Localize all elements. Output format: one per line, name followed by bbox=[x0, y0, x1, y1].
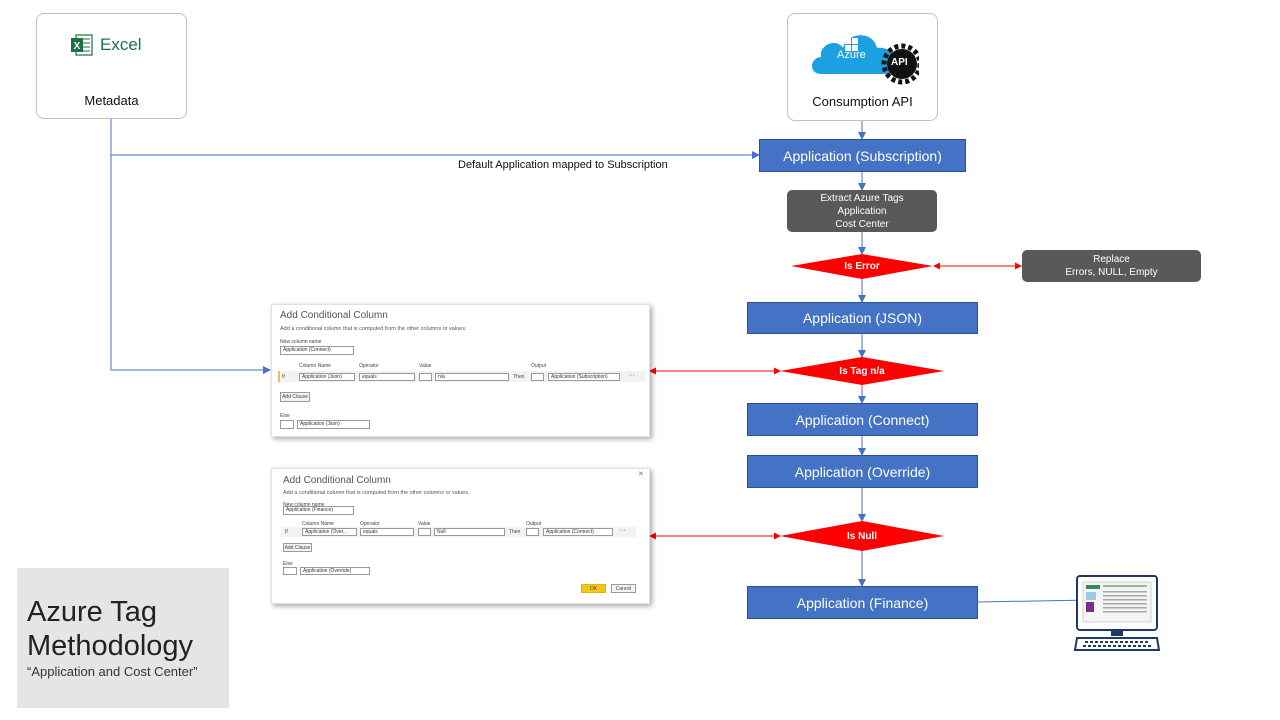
node-application-finance: Application (Finance) bbox=[747, 586, 978, 619]
dialog1-if-label: If bbox=[282, 374, 285, 380]
dialog1-value-input[interactable]: n/a bbox=[435, 373, 509, 381]
dialog2-else-label: Else bbox=[283, 561, 293, 567]
dialog2-add-clause-button[interactable]: Add Clause bbox=[283, 543, 312, 552]
dialog2-new-col-label: New column name bbox=[283, 502, 325, 508]
dialog1-operator-label: Operator bbox=[359, 363, 379, 369]
node-extract-azure-tags: Extract Azure Tags Application Cost Cent… bbox=[787, 190, 937, 232]
dialog2-else-type-select[interactable] bbox=[283, 567, 297, 575]
dialog1-new-col-label: New column name bbox=[280, 339, 322, 345]
dialog2-cancel-button[interactable]: Cancel bbox=[611, 584, 636, 593]
dialog2-operator-label: Operator bbox=[360, 521, 380, 527]
title-line-2: Methodology bbox=[27, 630, 194, 662]
dialog1-more-options-icon[interactable]: ··· bbox=[628, 372, 635, 379]
svg-text:X: X bbox=[74, 41, 81, 52]
finance-to-computer-arrow bbox=[977, 596, 1091, 605]
azure-api-card: Azure API Consumption API bbox=[787, 13, 938, 121]
dialog2-more-options-icon[interactable]: ··· bbox=[619, 527, 626, 534]
add-conditional-column-dialog-1: Add Conditional Column Add a conditional… bbox=[271, 304, 650, 437]
dialog2-output-type-select[interactable] bbox=[526, 528, 539, 536]
is-null-diamond bbox=[780, 521, 944, 551]
node-application-override: Application (Override) bbox=[747, 455, 978, 488]
title-subtitle: “Application and Cost Center” bbox=[27, 664, 198, 679]
dialog1-output-type-select[interactable] bbox=[531, 373, 544, 381]
dialog2-output-label: Output bbox=[526, 521, 542, 527]
dialog2-then-label: Then bbox=[509, 529, 521, 535]
dialog2-output-select[interactable]: Application (Connect) bbox=[543, 528, 613, 536]
dialog2-column-select[interactable]: Application (Over... bbox=[302, 528, 357, 536]
excel-caption: Metadata bbox=[84, 93, 139, 108]
dialog1-output-label: Output bbox=[531, 363, 547, 369]
dialog2-else-select[interactable]: Application (Override) bbox=[300, 567, 370, 575]
dialog1-operator-select[interactable]: equals bbox=[359, 373, 415, 381]
azure-caption: Consumption API bbox=[812, 94, 913, 109]
metadata-to-dialog-line bbox=[110, 155, 271, 374]
extract-line-1: Extract Azure Tags bbox=[820, 192, 904, 204]
add-conditional-column-dialog-2: ✕ Add Conditional Column Add a condition… bbox=[271, 468, 650, 604]
dialog2-description: Add a conditional column that is compute… bbox=[283, 490, 470, 496]
dialog2-title: Add Conditional Column bbox=[283, 475, 391, 486]
dialog2-new-col-input[interactable]: Application (Finance) bbox=[283, 506, 354, 515]
excel-metadata-card: X Excel Metadata bbox=[36, 13, 187, 119]
node-application-subscription: Application (Subscription) bbox=[759, 139, 966, 172]
dialog2-ok-button[interactable]: OK bbox=[581, 584, 606, 593]
api-text: API bbox=[891, 57, 908, 68]
extract-line-3: Cost Center bbox=[835, 218, 889, 230]
dialog1-column-select[interactable]: Application (Json) bbox=[299, 373, 355, 381]
default-mapping-label: Default Application mapped to Subscripti… bbox=[458, 159, 668, 171]
dialog1-column-name-label: Column Name bbox=[299, 363, 331, 369]
replace-line-1: Replace bbox=[1093, 254, 1130, 265]
dialog1-title: Add Conditional Column bbox=[280, 310, 388, 321]
is-tag-na-diamond bbox=[780, 357, 944, 385]
dialog1-new-col-input[interactable]: Application (Connect) bbox=[280, 346, 354, 355]
dialog1-else-label: Else bbox=[280, 413, 290, 419]
dialog2-value-input[interactable]: Null bbox=[434, 528, 505, 536]
title-line-1: Azure Tag bbox=[27, 596, 158, 628]
dialog1-value-type-select[interactable] bbox=[419, 373, 432, 381]
replace-line-2: Errors, NULL, Empty bbox=[1065, 267, 1158, 278]
dialog1-else-type-select[interactable] bbox=[280, 420, 294, 429]
node-application-json: Application (JSON) bbox=[747, 302, 978, 334]
dialog2-operator-select[interactable]: equals bbox=[360, 528, 414, 536]
dialog2-value-type-select[interactable] bbox=[418, 528, 431, 536]
excel-icon: X bbox=[71, 34, 93, 56]
dialog1-output-select[interactable]: Application (Subscription) bbox=[548, 373, 620, 381]
dialog1-then-label: Then bbox=[513, 374, 525, 380]
is-error-label: Is Error bbox=[844, 261, 880, 272]
azure-cloud-icon bbox=[812, 35, 919, 85]
dialog2-if-label: If bbox=[285, 529, 288, 535]
dialog1-value-label: Value bbox=[419, 363, 432, 369]
is-tag-na-label: Is Tag n/a bbox=[839, 365, 885, 377]
node-application-connect: Application (Connect) bbox=[747, 403, 978, 436]
is-null-label: Is Null bbox=[846, 530, 877, 542]
azure-logo-text: Azure bbox=[837, 49, 866, 61]
dialog1-description: Add a conditional column that is compute… bbox=[280, 326, 467, 332]
excel-logo-text: Excel bbox=[100, 35, 142, 54]
is-error-diamond bbox=[791, 254, 933, 279]
dialog1-else-select[interactable]: Application (Json) bbox=[297, 420, 370, 429]
title-panel: Azure Tag Methodology “Application and C… bbox=[17, 568, 229, 708]
node-replace: Replace Errors, NULL, Empty bbox=[1022, 250, 1201, 282]
dialog1-add-clause-button[interactable]: Add Clause bbox=[280, 392, 310, 402]
dialog2-close-icon[interactable]: ✕ bbox=[638, 471, 644, 478]
dialog2-column-name-label: Column Name bbox=[302, 521, 334, 527]
extract-line-2: Application bbox=[837, 205, 887, 217]
dialog2-value-label: Value bbox=[418, 521, 431, 527]
api-gear-icon bbox=[881, 43, 919, 85]
computer-report-icon bbox=[1073, 575, 1161, 651]
metadata-to-subscription-line bbox=[110, 119, 760, 159]
